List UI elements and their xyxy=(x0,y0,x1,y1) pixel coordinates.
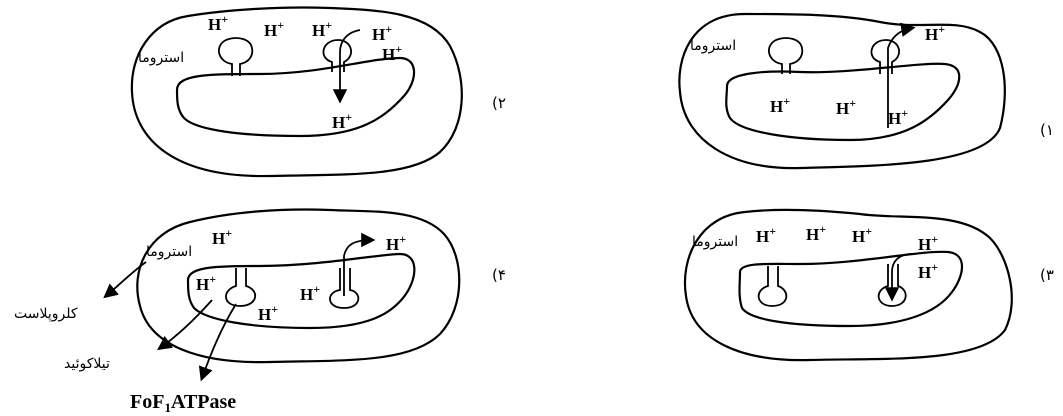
pointer-arrow xyxy=(198,303,237,382)
panel-4: (۴ استروما H+ H+ H+ H+ H+ کلروپلاست تیلا… xyxy=(14,208,506,415)
chloroplast-outline xyxy=(683,208,1013,362)
option-label: (۲ xyxy=(492,94,506,112)
h-plus-label: H+ xyxy=(386,232,406,254)
atpase-label: FoF1ATPase xyxy=(130,391,236,415)
atp-synthase xyxy=(870,39,900,74)
option-label: (۱ xyxy=(1040,121,1054,139)
thylakoid-outline xyxy=(175,56,416,138)
atp-synthase xyxy=(225,268,256,307)
atp-synthase xyxy=(757,266,788,307)
h-plus-label: H+ xyxy=(806,222,826,244)
pointer-arrow xyxy=(103,261,147,299)
panel-2: (۲ استروما H+ H+ H+ H+ H+ H+ xyxy=(130,6,506,178)
h-plus-label: H+ xyxy=(208,12,228,34)
chloroplast-label: کلروپلاست xyxy=(14,306,78,322)
atp-synthase xyxy=(329,268,360,309)
h-plus-label: H+ xyxy=(312,18,332,40)
h-plus-label: H+ xyxy=(258,302,278,324)
panel-1: (۱ استروما H+ H+ H+ H+ xyxy=(678,12,1054,170)
stroma-label: استروما xyxy=(690,38,736,54)
h-plus-label: H+ xyxy=(264,18,284,40)
chloroplast-outline xyxy=(136,208,461,364)
chloroplast-outline xyxy=(678,12,1006,170)
stroma-label: استروما xyxy=(138,50,184,66)
thylakoid-outline xyxy=(738,250,964,328)
chloroplast-outline xyxy=(130,6,463,178)
h-plus-label: H+ xyxy=(918,260,938,282)
h-plus-label: H+ xyxy=(836,96,856,118)
atp-synthase xyxy=(768,37,804,74)
thylakoid-outline xyxy=(186,252,416,330)
proton-arrow xyxy=(884,253,913,302)
h-plus-label: H+ xyxy=(196,272,216,294)
h-plus-label: H+ xyxy=(770,94,790,116)
proton-arrow xyxy=(332,29,361,104)
pointer-arrow xyxy=(157,299,213,351)
h-plus-label: H+ xyxy=(300,282,320,304)
h-plus-label: H+ xyxy=(332,110,352,132)
h-plus-label: H+ xyxy=(372,22,392,44)
thylakoid-outline xyxy=(725,62,961,142)
thylakoid-label: تیلاکوئید xyxy=(64,356,110,372)
h-plus-label: H+ xyxy=(382,42,402,64)
h-plus-label: H+ xyxy=(212,226,232,248)
stroma-label: استروما xyxy=(146,244,192,260)
atp-synthase xyxy=(877,264,907,307)
h-plus-label: H+ xyxy=(756,224,776,246)
proton-arrow xyxy=(887,22,916,128)
atp-synthase xyxy=(218,37,254,76)
panel-3: (۳ استروما H+ H+ H+ H+ H+ xyxy=(683,208,1054,362)
h-plus-label: H+ xyxy=(918,232,938,254)
h-plus-label: H+ xyxy=(888,106,908,128)
stroma-label: استروما xyxy=(692,234,738,250)
h-plus-label: H+ xyxy=(852,224,872,246)
proton-arrow xyxy=(343,232,376,296)
atp-synthase xyxy=(322,39,352,72)
option-label: (۴ xyxy=(492,266,506,284)
option-label: (۳ xyxy=(1040,266,1054,284)
h-plus-label: H+ xyxy=(925,22,945,44)
